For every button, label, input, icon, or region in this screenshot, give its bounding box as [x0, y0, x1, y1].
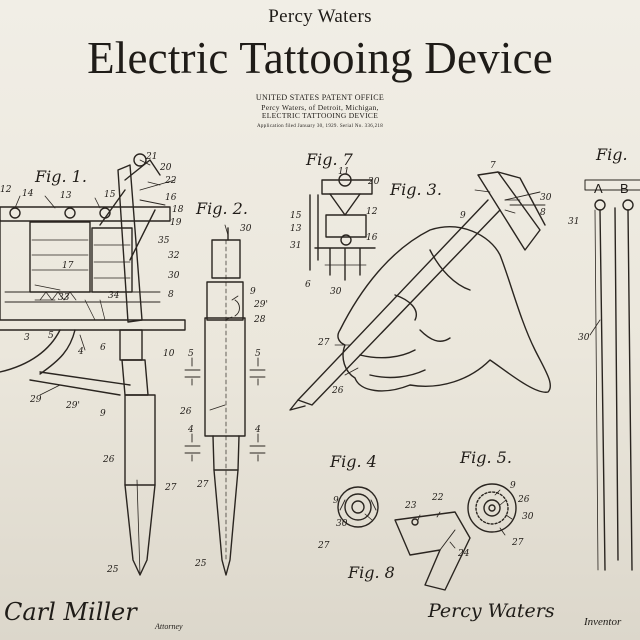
- ref-num: 17: [62, 261, 74, 271]
- fig7-label: Fig. 7: [305, 150, 354, 169]
- device-name-line: ELECTRIC TATTOOING DEVICE: [261, 111, 379, 120]
- fig2-label: Fig. 2.: [195, 199, 248, 218]
- ref-num: 25: [194, 559, 207, 569]
- ref-num: 6: [305, 280, 311, 290]
- patent-title: Electric Tattooing Device: [87, 33, 553, 83]
- ref-num: 4: [77, 347, 84, 357]
- inventor-role: Inventor: [584, 616, 622, 628]
- ref-num: 15: [290, 211, 302, 221]
- ref-num: 5: [48, 331, 54, 341]
- ref-num: 20: [367, 177, 380, 187]
- fig4-label: Fig. 4: [329, 452, 377, 471]
- ref-num: 5: [188, 349, 194, 359]
- ref-num: 29': [253, 300, 268, 310]
- ref-num: 22: [431, 493, 444, 503]
- ref-num: 13: [60, 191, 72, 201]
- ref-num: 27: [196, 480, 209, 490]
- ref-num: 30: [330, 287, 342, 297]
- ref-num: 13: [290, 224, 302, 234]
- ref-num: 20: [159, 163, 172, 173]
- application-line: Application filed January 30, 1929. Seri…: [256, 124, 384, 129]
- ref-num: 26: [517, 495, 530, 505]
- ref-num: 14: [22, 189, 34, 199]
- ref-num: 12: [366, 207, 378, 217]
- ref-num: 9: [460, 211, 466, 221]
- ref-num: 27: [317, 541, 330, 551]
- ref-num: 30: [336, 519, 348, 529]
- ref-num: 22: [164, 176, 177, 186]
- fig5-drawing: [467, 483, 517, 533]
- ref-num: 4: [187, 425, 194, 435]
- fig5-label: Fig. 5.: [459, 448, 512, 467]
- ref-num: 29': [65, 401, 80, 411]
- patent-office-line: UNITED STATES PATENT OFFICE: [255, 93, 385, 102]
- fig1-drawing: [0, 153, 186, 576]
- ref-num: 27: [317, 338, 330, 348]
- label-a: A: [594, 181, 603, 196]
- ref-num: 31: [568, 217, 579, 227]
- fig3-label: Fig. 3.: [389, 180, 442, 199]
- ref-num: 7: [490, 161, 496, 171]
- ref-num: 30: [540, 193, 552, 203]
- ref-num: 27: [511, 538, 524, 548]
- ref-num: 10: [163, 349, 175, 359]
- ref-num: 15: [104, 190, 116, 200]
- ref-num: 18: [172, 205, 184, 215]
- fig7-drawing: [309, 173, 376, 281]
- fig4-drawing: [337, 486, 379, 528]
- attorney-signature: Carl Miller: [4, 598, 137, 626]
- ref-num: 28: [253, 315, 266, 325]
- ref-num: 8: [168, 290, 174, 300]
- fig8-label: Fig. 8: [347, 563, 395, 582]
- fig8-drawing: [394, 511, 471, 591]
- ref-num: 5: [255, 349, 261, 359]
- ref-num: 30: [240, 224, 252, 234]
- ref-num: 23: [404, 501, 417, 511]
- fig1-label: Fig. 1.: [34, 167, 87, 186]
- fig2-drawing: [184, 227, 266, 576]
- inventor-name-heading: Percy Waters: [268, 6, 372, 27]
- ref-num: 21: [145, 152, 157, 162]
- ref-num: 30: [578, 333, 590, 343]
- ref-num: 24: [457, 549, 470, 559]
- ref-num: 16: [165, 193, 177, 203]
- inventor-location-line: Percy Waters, of Detroit, Michigan,: [261, 103, 379, 112]
- label-b: B: [620, 181, 629, 196]
- ref-num: 6: [100, 343, 106, 353]
- ref-num: 33: [58, 293, 70, 303]
- ref-num: 4: [254, 425, 261, 435]
- inventor-signature: Percy Waters: [428, 600, 555, 622]
- ref-num: 9: [333, 496, 339, 506]
- ref-num: 26: [331, 386, 344, 396]
- ref-num: 9: [100, 409, 106, 419]
- ref-num: 34: [108, 291, 120, 301]
- fig6-drawing: [584, 179, 640, 571]
- ref-num: 16: [366, 233, 378, 243]
- ref-num: 35: [158, 236, 170, 246]
- ref-num: 30: [168, 271, 180, 281]
- ref-num: 26: [179, 407, 192, 417]
- ref-num: 30: [522, 512, 534, 522]
- ref-num: 32: [168, 251, 180, 261]
- ref-num: 19: [170, 218, 182, 228]
- ref-num: 3: [24, 333, 30, 343]
- ref-num: 11: [338, 167, 349, 177]
- ref-num: 27: [164, 483, 177, 493]
- ref-num: 9: [250, 287, 256, 297]
- ref-num: 26: [102, 455, 115, 465]
- fig6-label: Fig.: [595, 145, 628, 164]
- ref-num: 9: [510, 481, 516, 491]
- ref-num: 12: [0, 185, 12, 195]
- ref-num: 8: [540, 208, 546, 218]
- ref-num: 25: [106, 565, 119, 575]
- ref-num: 31: [290, 241, 301, 251]
- ref-num: 29: [29, 395, 42, 405]
- attorney-role: Attorney: [155, 622, 183, 631]
